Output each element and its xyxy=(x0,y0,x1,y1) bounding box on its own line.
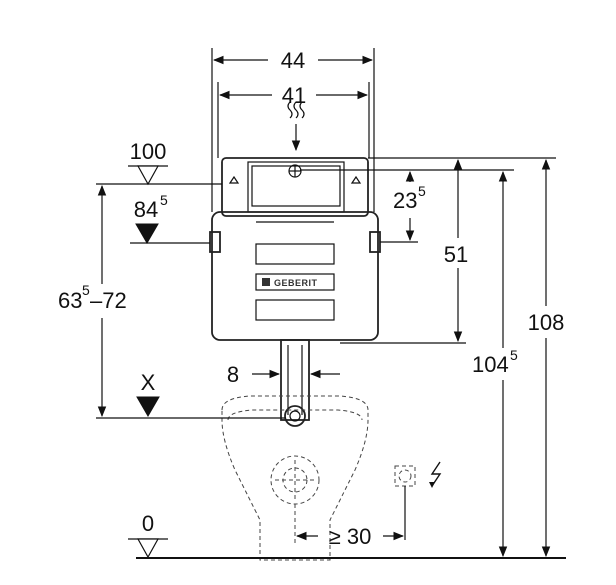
svg-text:8: 8 xyxy=(227,362,239,387)
svg-text:63: 63 xyxy=(58,288,82,313)
svg-text:0: 0 xyxy=(142,511,154,536)
flush-pipe xyxy=(280,339,310,427)
level-84-5: 84 5 xyxy=(134,192,168,244)
svg-text:51: 51 xyxy=(444,242,468,267)
wc-bowl xyxy=(221,395,369,561)
svg-text:84: 84 xyxy=(134,197,158,222)
dimension-height-range: 63 5 –72 xyxy=(58,184,127,418)
svg-text:5: 5 xyxy=(82,282,90,298)
level-x: X xyxy=(136,370,160,417)
svg-text:–72: –72 xyxy=(90,288,127,313)
svg-text:5: 5 xyxy=(418,183,426,199)
dimension-height-51: 51 xyxy=(444,158,468,343)
dimension-min-distance-30: ≥ 30 xyxy=(295,524,405,549)
svg-text:100: 100 xyxy=(130,139,167,164)
svg-text:≥ 30: ≥ 30 xyxy=(329,524,372,549)
cistern-body xyxy=(211,211,379,341)
svg-text:108: 108 xyxy=(528,310,565,335)
svg-text:23: 23 xyxy=(393,188,417,213)
svg-text:X: X xyxy=(141,370,156,395)
dimension-pipe-width-8: 8 xyxy=(227,362,340,387)
svg-text:104: 104 xyxy=(472,352,509,377)
dimension-height-104-5: 104 5 xyxy=(472,170,518,558)
dimension-width-41: 41 xyxy=(217,82,370,158)
dimension-width-44: 44 xyxy=(211,48,375,212)
svg-text:44: 44 xyxy=(281,48,305,73)
electric-power-icon xyxy=(394,461,442,540)
svg-text:41: 41 xyxy=(282,83,306,108)
svg-text:5: 5 xyxy=(510,347,518,363)
dimension-height-108: 108 xyxy=(528,158,565,558)
water-supply-icon xyxy=(287,101,305,152)
geberit-logo-text: GEBERIT xyxy=(274,278,318,288)
level-zero: 0 xyxy=(128,511,168,559)
cistern-frame: GEBERIT xyxy=(209,157,381,341)
dimension-offset-23-5: 23 5 xyxy=(393,170,426,242)
level-100: 100 xyxy=(128,139,168,186)
svg-text:5: 5 xyxy=(160,192,168,208)
geberit-logo xyxy=(255,273,335,291)
